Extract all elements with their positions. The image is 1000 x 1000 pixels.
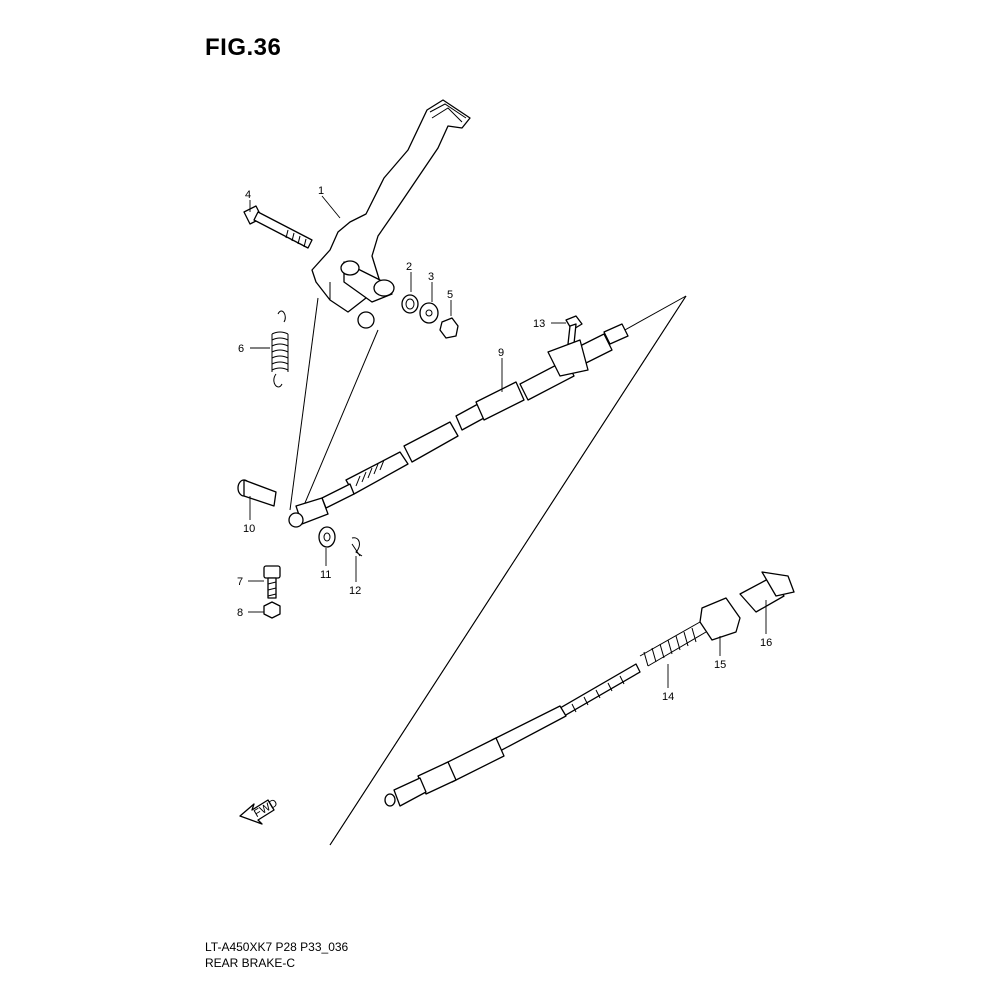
callout-13: 13 — [533, 318, 545, 330]
callout-11: 11 — [320, 569, 331, 581]
washer-part-3 — [419, 302, 439, 324]
callout-6: 6 — [238, 343, 244, 355]
callout-1: 1 — [318, 185, 324, 197]
model-code: LT-A450XK7 P28 P33_036 — [205, 940, 349, 954]
fwd-arrow-icon: FWD — [239, 797, 280, 825]
cable-bolt-part-13 — [565, 315, 583, 345]
callout-10: 10 — [243, 523, 255, 535]
brake-cable-lower — [384, 663, 641, 807]
return-spring-part-6 — [271, 310, 289, 388]
callout-5: 5 — [447, 289, 453, 301]
callout-7: 7 — [237, 576, 243, 588]
bolt-part-7 — [263, 565, 281, 599]
callout-2: 2 — [406, 261, 412, 273]
section-name: REAR BRAKE-C — [205, 956, 296, 970]
fwd-label: FWD — [252, 797, 280, 820]
pedal-to-clevis-line-b — [301, 329, 379, 511]
cable-end-part-16 — [739, 571, 795, 613]
callout-3: 3 — [428, 271, 434, 283]
callout-16: 16 — [760, 637, 772, 649]
pivot-bolt-part-4 — [243, 205, 313, 249]
assembly-line-left — [329, 295, 687, 846]
nut-part-8 — [263, 601, 281, 619]
brake-cable-part-9 — [288, 323, 629, 528]
nut-part-5 — [439, 317, 459, 339]
cotter-pin-part-12 — [351, 537, 363, 557]
callout-15: 15 — [714, 659, 726, 671]
washer-part-11 — [318, 526, 336, 548]
callout-4: 4 — [245, 189, 251, 201]
o-ring-part-2 — [401, 294, 419, 314]
callout-8: 8 — [237, 607, 243, 619]
callout-12: 12 — [349, 585, 361, 597]
callout-9: 9 — [498, 347, 504, 359]
spring-part-14 — [639, 621, 707, 667]
brake-pedal-part-1 — [311, 99, 471, 329]
figure-title: FIG.36 — [205, 34, 282, 61]
pedal-to-clevis-line-a — [289, 297, 319, 511]
callout-14: 14 — [662, 691, 674, 703]
joint-part-15 — [699, 597, 741, 641]
clevis-pin-part-10 — [237, 479, 277, 507]
